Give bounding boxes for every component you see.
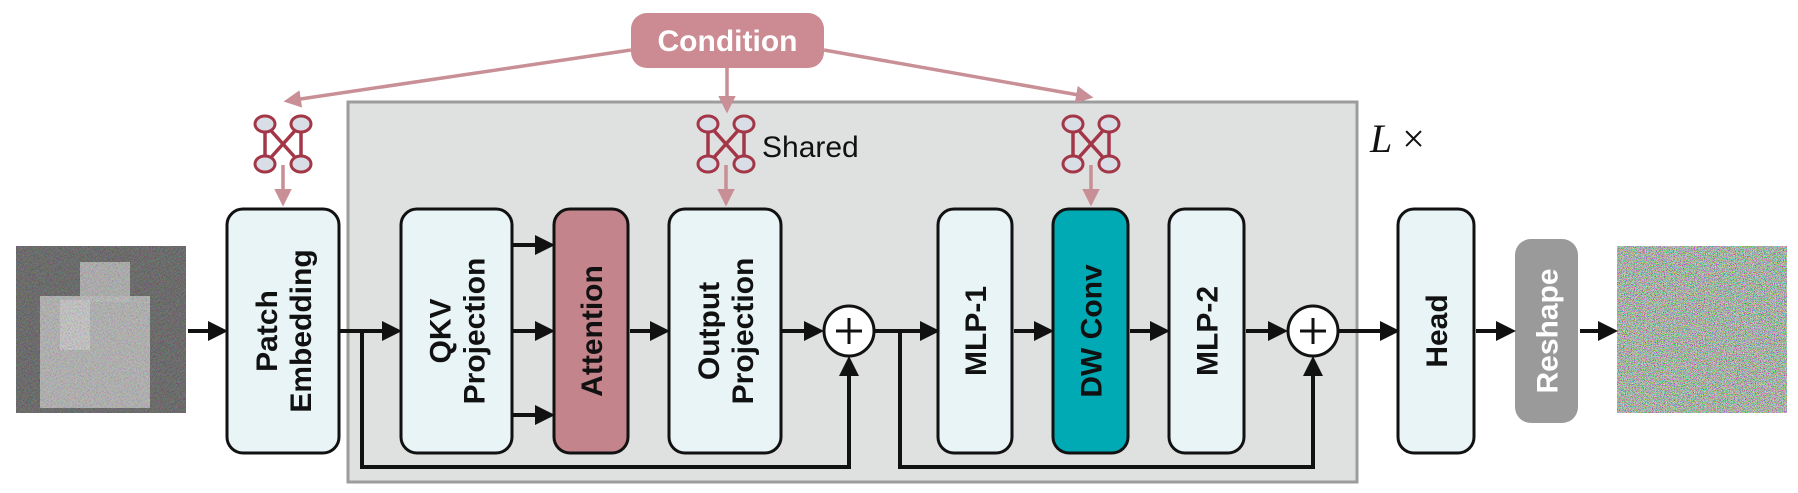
condition-arrow-left bbox=[283, 48, 632, 108]
reshape-block: Reshape bbox=[1515, 239, 1578, 423]
mlp-network-icon bbox=[253, 114, 313, 174]
qkv-projection-block-label: QKVProjection bbox=[425, 258, 492, 405]
patch-embedding-block: PatchEmbedding bbox=[225, 207, 341, 455]
dw-conv-block: DW Conv bbox=[1051, 207, 1130, 455]
conditioning-arrows bbox=[274, 165, 1100, 207]
condition-arrow-right bbox=[823, 48, 1094, 104]
reshape-block-label: Reshape bbox=[1532, 268, 1565, 393]
condition-arrows bbox=[283, 48, 1094, 114]
residual-add-1 bbox=[822, 304, 876, 358]
condition-label: Condition bbox=[658, 25, 798, 58]
shared-label: Shared bbox=[762, 131, 859, 164]
head-block: Head bbox=[1396, 207, 1476, 455]
residual-add-2 bbox=[1286, 304, 1340, 358]
mlp1-block: MLP-1 bbox=[936, 207, 1014, 455]
mlp2-block-label: MLP-2 bbox=[1192, 286, 1225, 376]
mlp1-block-label: MLP-1 bbox=[960, 286, 993, 376]
qkv-projection-block: QKVProjection bbox=[399, 207, 514, 455]
data-flow-arrows bbox=[188, 235, 1618, 469]
mlp-network-icon bbox=[1061, 114, 1121, 174]
input-noisy-image bbox=[16, 246, 186, 413]
head-block-label: Head bbox=[1421, 294, 1454, 367]
output-projection-block: OutputProjection bbox=[667, 207, 783, 455]
output-noise-image bbox=[1617, 246, 1787, 413]
repeat-count-label: L× bbox=[1369, 116, 1425, 161]
output-projection-block-label: OutputProjection bbox=[693, 258, 760, 405]
attention-block-label: Attention bbox=[576, 265, 609, 397]
dw-conv-block-label: DW Conv bbox=[1076, 264, 1109, 398]
patch-embedding-block-label: PatchEmbedding bbox=[251, 249, 318, 412]
mlp-network-icon bbox=[696, 114, 756, 174]
attention-block: Attention bbox=[552, 207, 630, 455]
condition-node: Condition bbox=[631, 13, 824, 68]
mlp2-block: MLP-2 bbox=[1167, 207, 1246, 455]
